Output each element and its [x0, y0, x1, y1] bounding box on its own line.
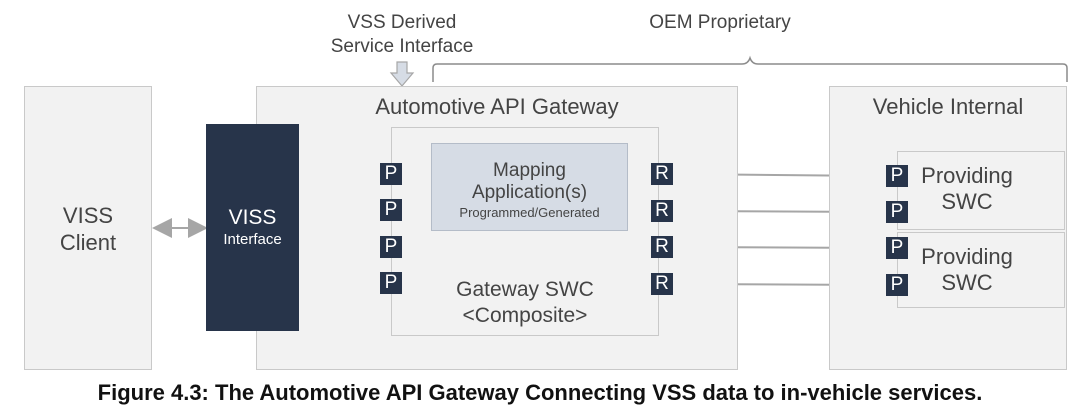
mapping-line2: Application(s): [471, 182, 588, 203]
providing-swc-2-line2: SWC: [941, 270, 993, 295]
oem-bracket: [432, 55, 1068, 82]
gateway-port-r-2: R: [651, 200, 673, 222]
gateway-port-p-2: P: [380, 199, 402, 221]
mapping-line3: Programmed/Generated: [459, 205, 600, 220]
providing-port-p-4: P: [886, 274, 908, 296]
viss-client-box: [24, 86, 152, 370]
providing-swc-2-line1: Providing: [921, 244, 1013, 269]
providing-port-p-1: P: [886, 165, 908, 187]
viss-interface-box: [206, 124, 299, 331]
mapping-line1: Mapping: [493, 160, 566, 181]
providing-port-p-3: P: [886, 237, 908, 259]
providing-swc-2-box: [897, 232, 1065, 308]
gateway-port-r-3: R: [651, 236, 673, 258]
mapping-application-box: [431, 143, 628, 231]
providing-swc-1-label: Providing SWC: [905, 163, 1029, 215]
viss-client-line1: VISS: [62, 203, 114, 228]
vehicle-internal-title: Vehicle Internal: [872, 94, 1024, 119]
gateway-port-p-3: P: [380, 236, 402, 258]
gateway-title: Automotive API Gateway: [375, 94, 619, 119]
providing-swc-1-line1: Providing: [921, 163, 1013, 188]
viss-interface-label: VISS Interface: [206, 206, 299, 250]
mapping-application-label: Mapping Application(s) Programmed/Genera…: [431, 160, 628, 221]
providing-swc-1-line2: SWC: [941, 189, 993, 214]
gateway-swc-line1: Gateway SWC: [456, 278, 594, 301]
providing-port-p-2: P: [886, 201, 908, 223]
oem-proprietary-label: OEM Proprietary: [649, 12, 791, 33]
viss-client-line2: Client: [59, 230, 117, 255]
viss-interface-line1: VISS: [228, 206, 277, 229]
gateway-port-p-1: P: [380, 163, 402, 185]
providing-swc-2-label: Providing SWC: [905, 244, 1029, 296]
vss-derived-line2: Service Interface: [330, 36, 474, 57]
gateway-swc-label: Gateway SWC <Composite>: [391, 277, 659, 329]
gateway-swc-line2: <Composite>: [462, 304, 588, 327]
viss-client-label: VISS Client: [24, 202, 152, 256]
gateway-port-r-1: R: [651, 163, 673, 185]
providing-swc-1-box: [897, 151, 1065, 230]
gateway-port-p-4: P: [380, 272, 402, 294]
viss-interface-line2: Interface: [223, 231, 282, 248]
vss-derived-line1: VSS Derived: [347, 12, 457, 33]
gateway-port-r-4: R: [651, 273, 673, 295]
figure-caption: Figure 4.3: The Automotive API Gateway C…: [97, 380, 983, 405]
vss-derived-label: VSS Derived Service Interface: [300, 11, 504, 59]
